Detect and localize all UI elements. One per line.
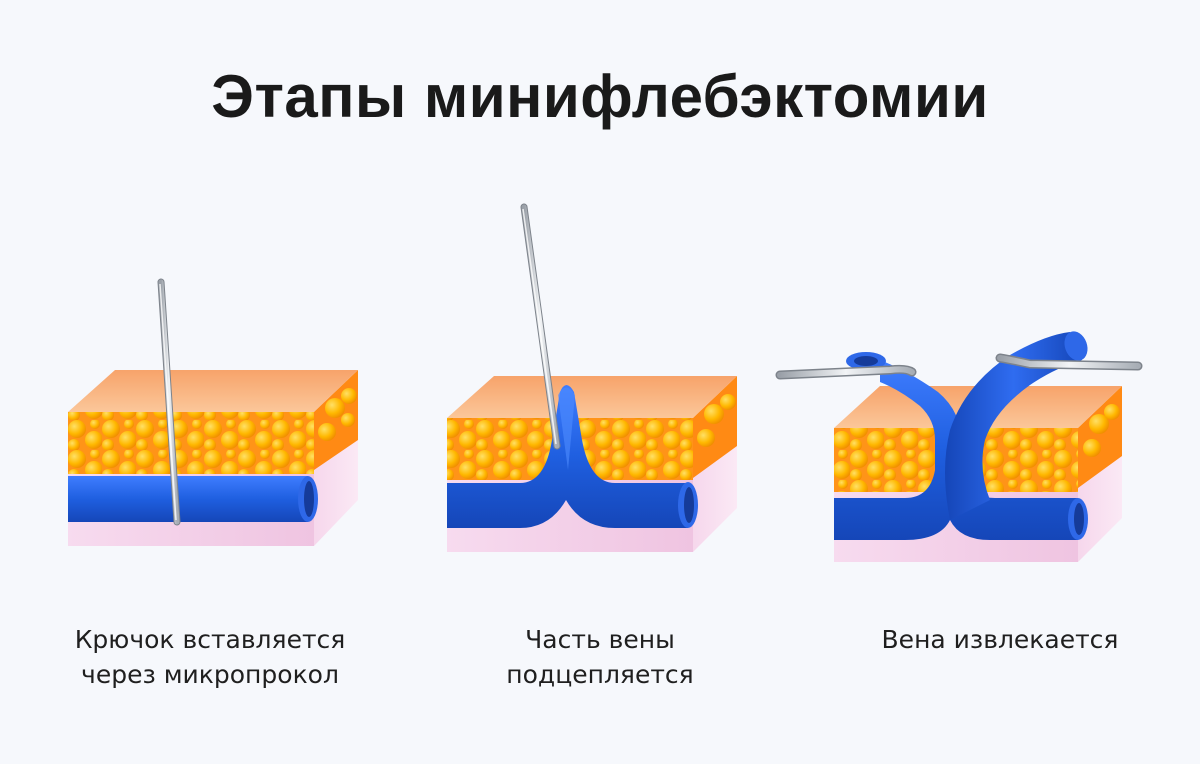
step-1-illustration — [68, 278, 358, 546]
step-3-caption: Вена извлекается — [800, 622, 1200, 657]
step-3-caption-line-1: Вена извлекается — [881, 625, 1119, 654]
step-1-caption-line-1: Крючок вставляется — [74, 625, 346, 654]
step-2-illustration — [447, 203, 737, 552]
vein-vessel — [447, 385, 698, 528]
step-3-illustration — [775, 331, 1143, 562]
hook-instrument — [520, 203, 561, 450]
step-1-caption: Крючок вставляется через микропрокол — [30, 622, 390, 692]
hook-instrument — [157, 278, 181, 526]
step-1-caption-line-2: через микропрокол — [81, 660, 339, 689]
step-2-caption-line-1: Часть вены — [525, 625, 675, 654]
fat-lobules — [68, 412, 314, 474]
step-2-caption: Часть вены подцепляется — [430, 622, 770, 692]
vein-vessel — [68, 476, 318, 522]
step-2-caption-line-2: подцепляется — [506, 660, 694, 689]
page-title: Этапы минифлебэктомии — [211, 63, 989, 130]
hook-instrument — [775, 353, 1143, 380]
vein-vessel — [834, 331, 1088, 540]
